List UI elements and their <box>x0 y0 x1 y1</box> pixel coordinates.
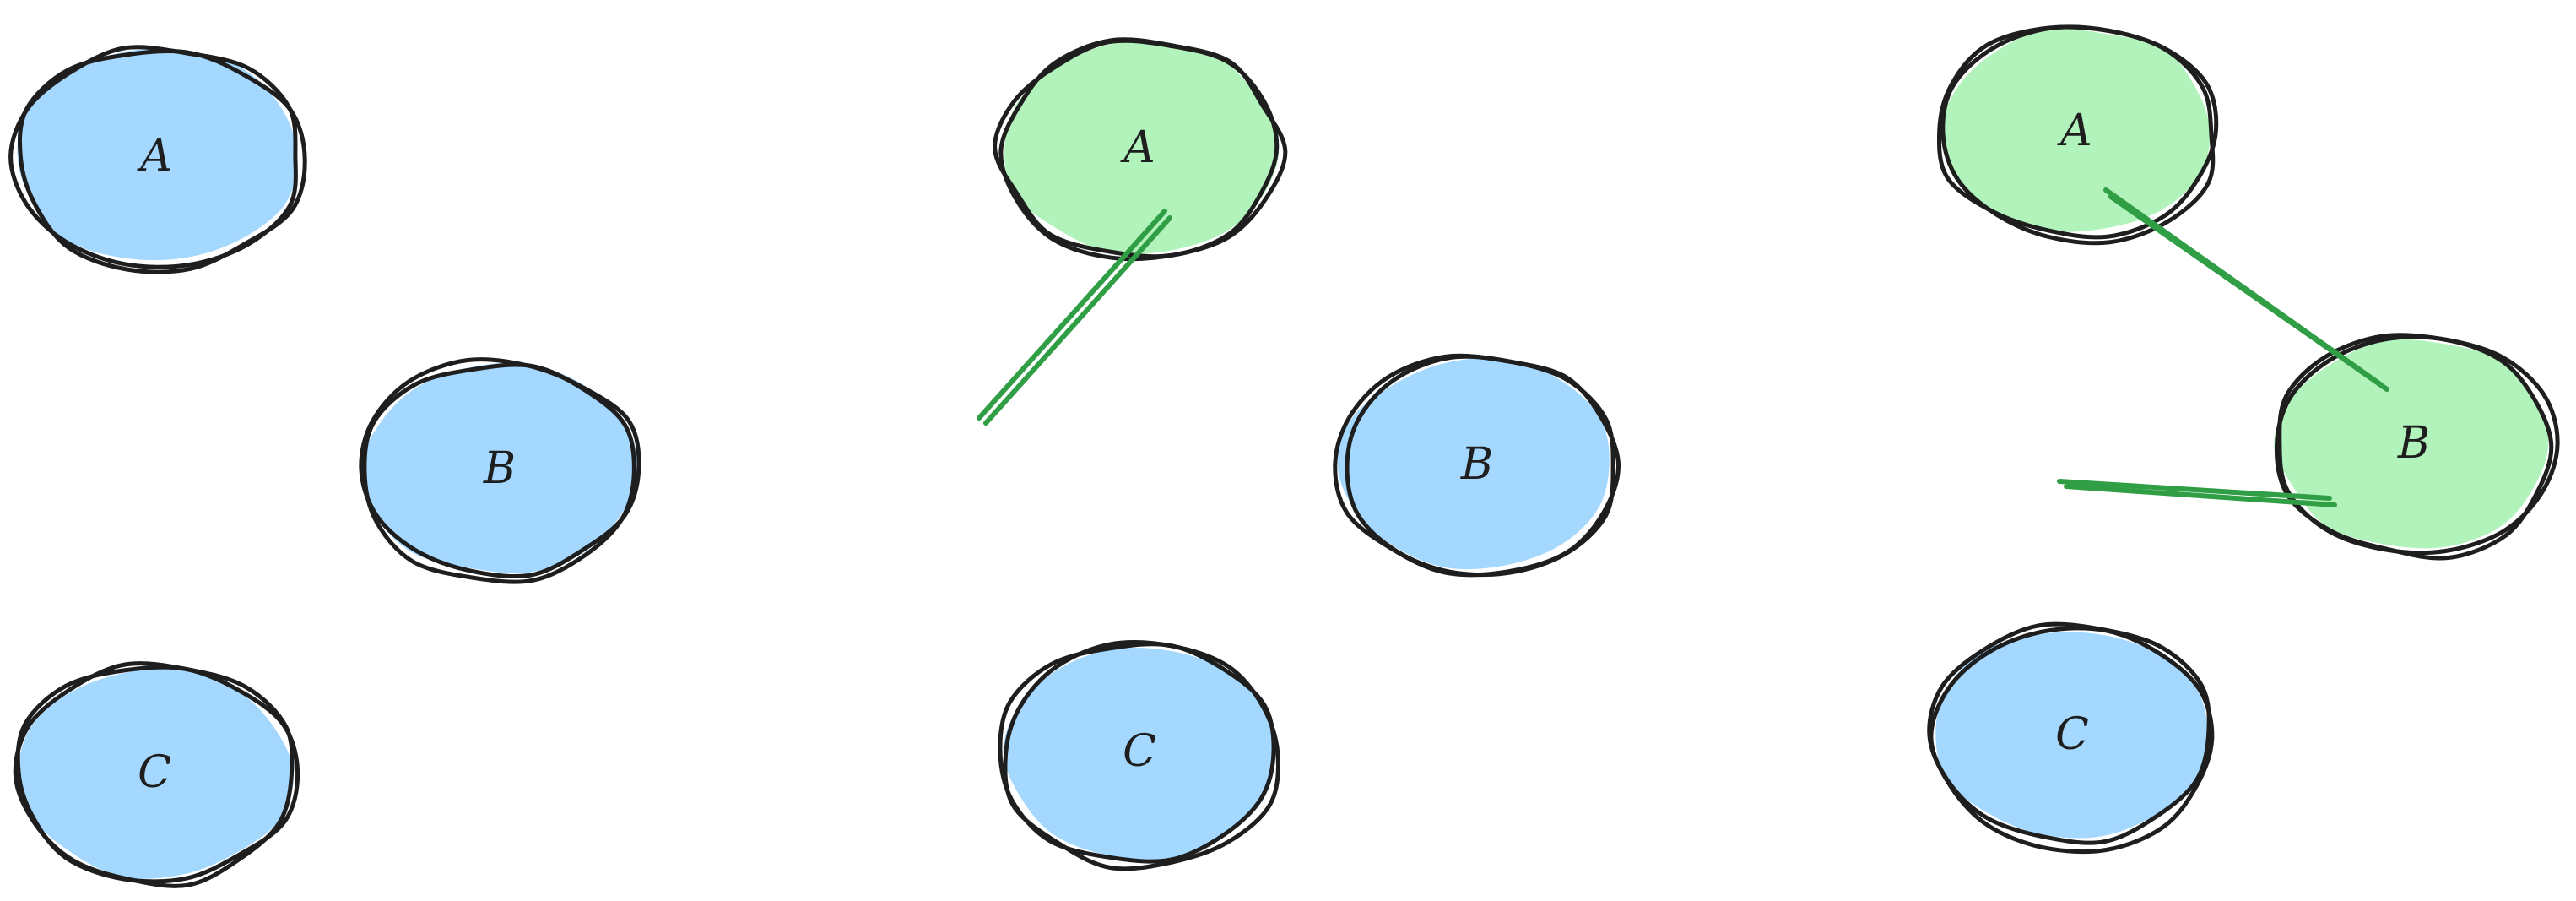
node-label: C <box>138 747 171 798</box>
edge-stroke <box>2057 479 2332 501</box>
node-outline-sketch <box>17 49 307 274</box>
panel-step-3: A B C <box>1927 24 2560 855</box>
node-c-unvisited: C <box>998 640 1280 871</box>
node-outline-sketch <box>1929 626 2215 855</box>
node-b-unvisited: B <box>359 357 641 584</box>
node-fill <box>1337 357 1610 570</box>
node-fill <box>1003 647 1273 860</box>
edge-stroke-sketch <box>2064 484 2337 507</box>
panel-step-2: A B C <box>977 37 1621 871</box>
node-outline-sketch <box>362 362 636 584</box>
node-label: B <box>2397 418 2430 469</box>
node-outline <box>15 665 300 884</box>
node-label: A <box>137 131 172 182</box>
node-outline-sketch <box>1940 24 2216 246</box>
edge-a-b-in-progress <box>977 209 1172 426</box>
node-outline <box>998 642 1276 864</box>
node-label: B <box>483 443 516 494</box>
node-b-visited: B <box>2274 333 2560 561</box>
node-c-unvisited: C <box>1927 621 2215 855</box>
edge-a-b-complete <box>2103 187 2389 392</box>
node-a-visited: A <box>993 37 1288 262</box>
node-outline-sketch <box>1003 640 1280 871</box>
node-fill <box>17 48 298 261</box>
node-outline-sketch <box>2274 334 2554 561</box>
node-label: B <box>1460 439 1493 490</box>
panel-step-1: A B C <box>8 45 641 888</box>
node-label: A <box>2057 106 2092 156</box>
edge-stroke-sketch <box>983 215 1172 426</box>
node-fill <box>1935 632 2208 839</box>
edge-b-c-in-progress <box>2057 479 2337 507</box>
edge-stroke-sketch <box>2108 194 2389 392</box>
node-a-unvisited: A <box>8 45 307 274</box>
node-fill <box>2274 339 2549 549</box>
node-outline-sketch <box>13 661 295 888</box>
node-label: C <box>1123 726 1156 777</box>
node-c-unvisited: C <box>13 661 300 888</box>
node-fill <box>18 666 294 879</box>
node-fill <box>360 362 638 573</box>
node-outline-sketch <box>998 37 1288 262</box>
node-fill <box>1940 28 2211 232</box>
node-fill <box>1004 41 1280 254</box>
node-label: A <box>1120 122 1155 173</box>
edge-stroke <box>977 209 1167 421</box>
node-outline-sketch <box>1345 354 1615 578</box>
node-b-unvisited: B <box>1333 353 1621 578</box>
node-a-visited: A <box>1936 24 2219 246</box>
node-label: C <box>2055 709 2089 760</box>
